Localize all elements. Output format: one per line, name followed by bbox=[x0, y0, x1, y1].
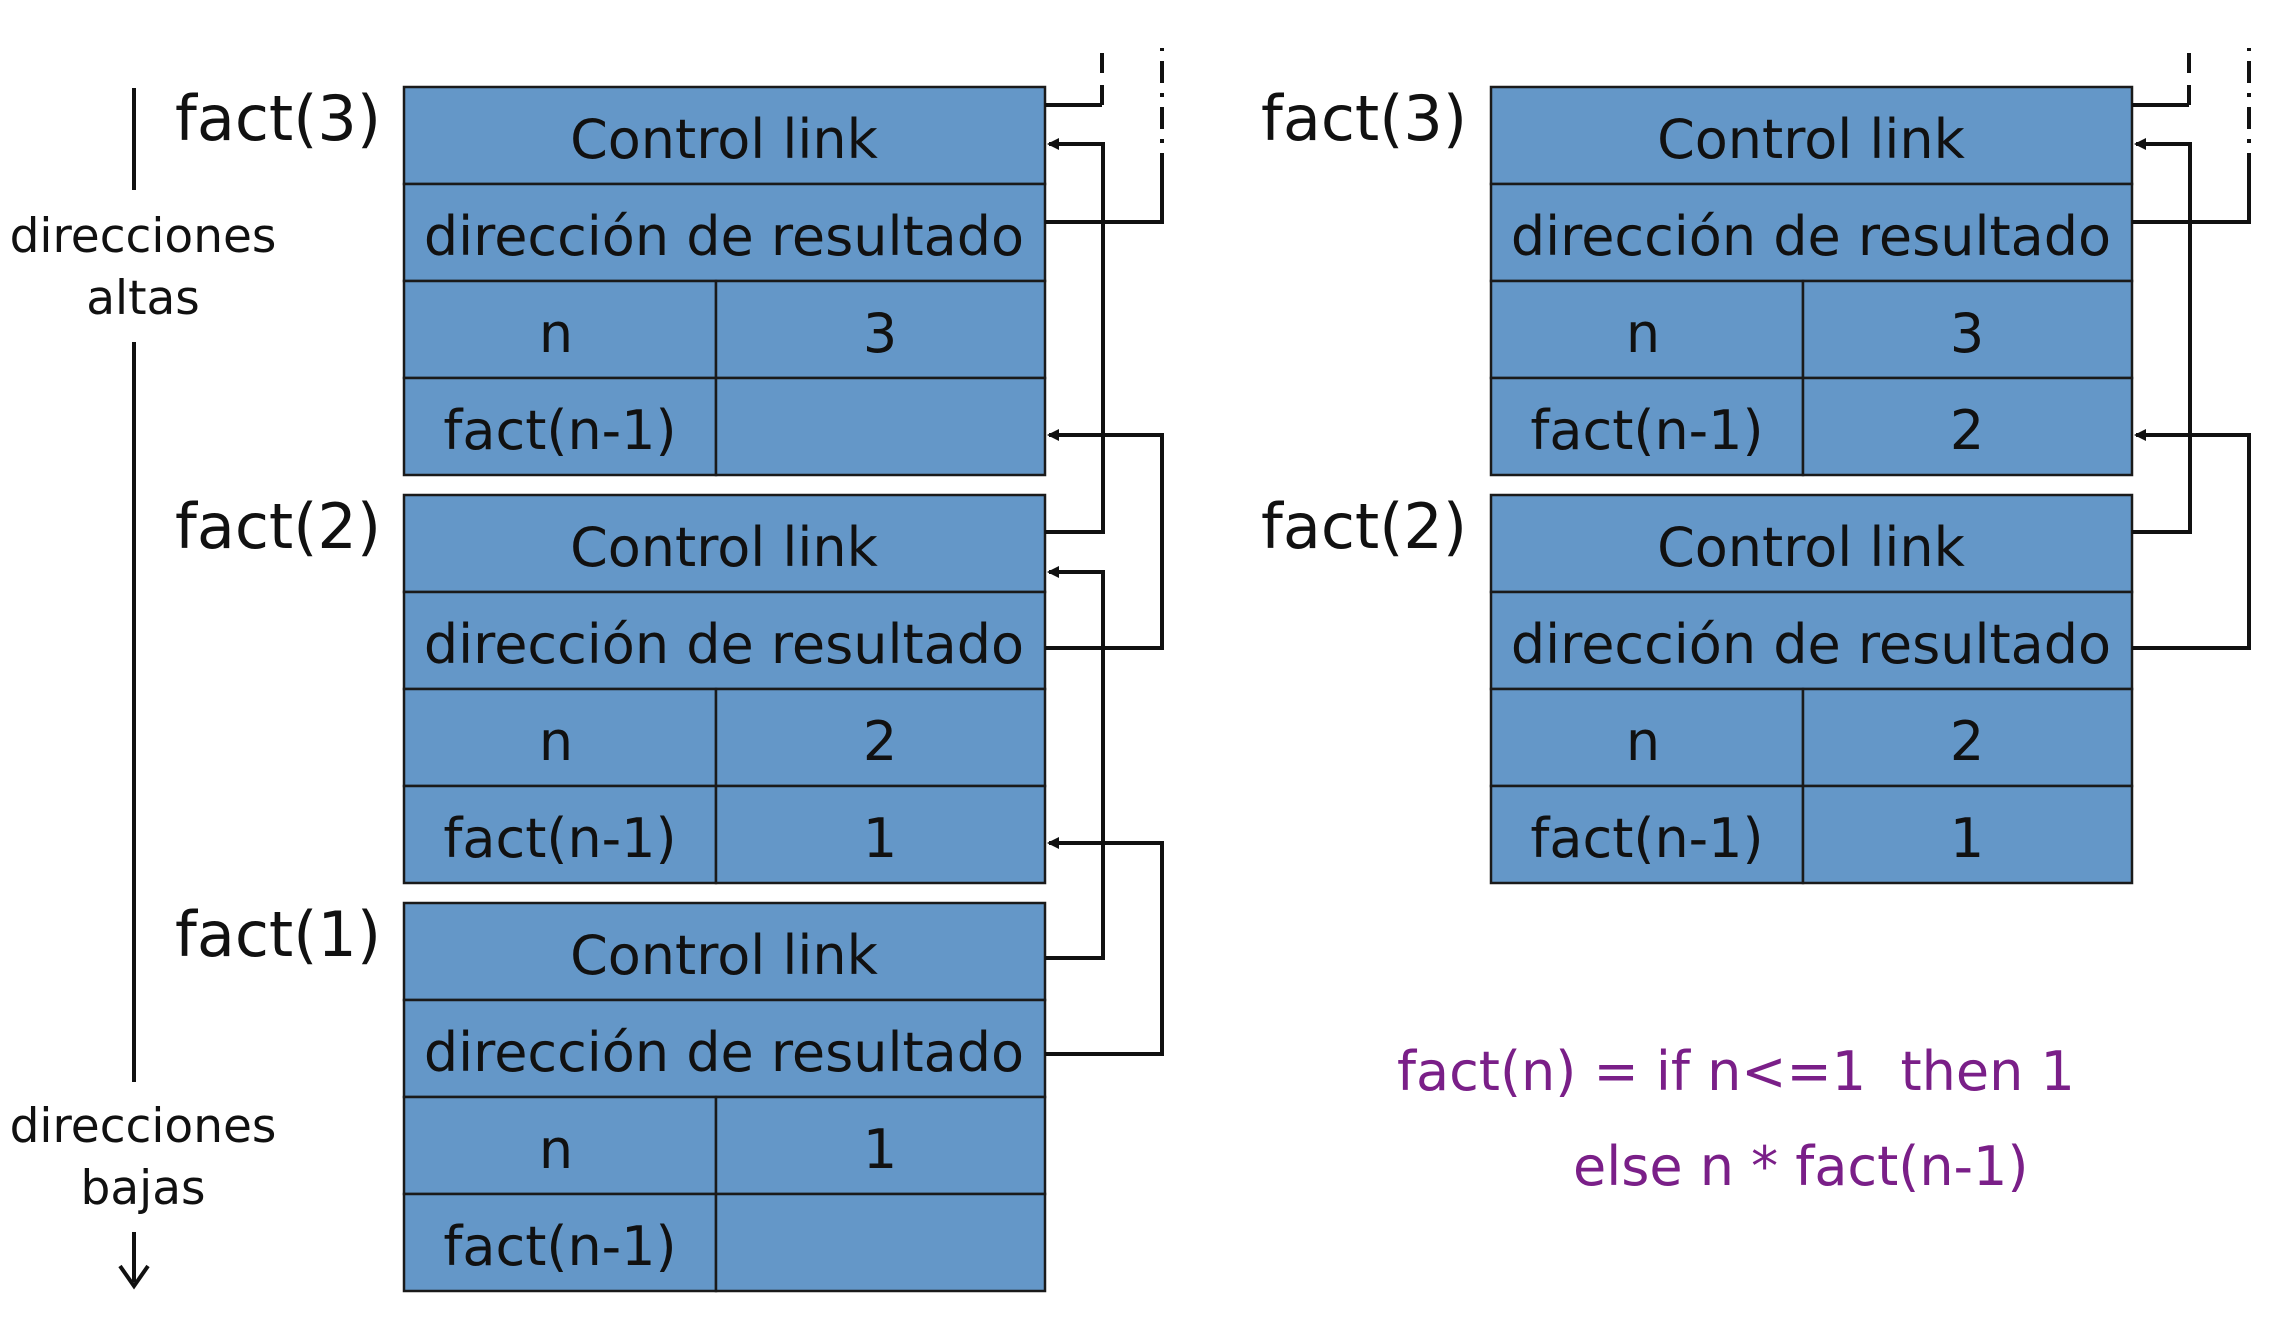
formula-line-1: fact(n) = if n<=1 then 1 bbox=[1397, 1040, 2075, 1103]
control-link-label: Control link bbox=[1657, 108, 1966, 171]
n-value-cell bbox=[714, 687, 1047, 788]
n-label: n bbox=[1626, 302, 1660, 365]
result-link-fact2-to-fact3 bbox=[2132, 429, 2251, 650]
fact-value: 1 bbox=[863, 807, 897, 870]
axis-bottom-label-1: direcciones bbox=[10, 1099, 277, 1154]
fact-value: 2 bbox=[1950, 399, 1984, 462]
n-value: 2 bbox=[863, 710, 897, 773]
fact-label: fact(n-1) bbox=[1530, 399, 1763, 462]
control-link-fact1-to-fact2 bbox=[1045, 566, 1105, 960]
fact-label-cell bbox=[1489, 376, 1805, 477]
frame-title: fact(2) bbox=[1261, 490, 1467, 563]
frame-fact3-left: fact(3) Control link dirección de result… bbox=[175, 82, 1047, 477]
n-label-cell bbox=[402, 1095, 718, 1196]
fact-label: fact(n-1) bbox=[443, 1215, 676, 1278]
n-value: 3 bbox=[863, 302, 897, 365]
formula-line-2: else n * fact(n-1) bbox=[1573, 1135, 2028, 1198]
result-link-fact1-to-fact2 bbox=[1045, 837, 1164, 1056]
n-value-cell bbox=[1801, 279, 2134, 380]
frame-title: fact(2) bbox=[175, 490, 381, 563]
fact-label: fact(n-1) bbox=[443, 399, 676, 462]
frame-title: fact(3) bbox=[1261, 82, 1467, 155]
control-link-label: Control link bbox=[570, 516, 879, 579]
fact-value-cell bbox=[714, 784, 1047, 885]
fact-value-cell bbox=[1801, 784, 2134, 885]
fact-value-cell bbox=[714, 1192, 1047, 1293]
n-value-cell bbox=[1801, 687, 2134, 788]
result-address-label: dirección de resultado bbox=[424, 613, 1024, 676]
control-link-label: Control link bbox=[1657, 516, 1966, 579]
fact-value-cell bbox=[714, 376, 1047, 477]
n-value: 3 bbox=[1950, 302, 1984, 365]
n-label: n bbox=[1626, 710, 1660, 773]
fact-label-cell bbox=[402, 376, 718, 477]
control-link-fact2-to-fact3 bbox=[1045, 138, 1105, 534]
n-label: n bbox=[539, 710, 573, 773]
fact-label: fact(n-1) bbox=[443, 807, 676, 870]
frame-fact2-left: fact(2) Control link dirección de result… bbox=[175, 490, 1047, 885]
n-value: 1 bbox=[863, 1118, 897, 1181]
result-address-label: dirección de resultado bbox=[424, 1021, 1024, 1084]
n-value-cell bbox=[714, 1095, 1047, 1196]
result-address-cell bbox=[1489, 590, 2134, 691]
result-address-label: dirección de resultado bbox=[1511, 205, 2111, 268]
left-stack-links bbox=[1045, 48, 1164, 1056]
result-link-to-caller bbox=[1045, 175, 1164, 224]
frame-fact1-left: fact(1) Control link dirección de result… bbox=[175, 898, 1047, 1293]
control-link-fact2-to-fact3 bbox=[2132, 138, 2192, 534]
control-link-label: Control link bbox=[570, 924, 879, 987]
frame-title: fact(1) bbox=[175, 898, 381, 971]
n-label: n bbox=[539, 1118, 573, 1181]
factorial-definition: fact(n) = if n<=1 then 1 else n * fact(n… bbox=[1397, 1040, 2075, 1198]
n-label-cell bbox=[402, 279, 718, 380]
control-link-cell bbox=[402, 85, 1047, 186]
result-address-cell bbox=[402, 590, 1047, 691]
frame-title: fact(3) bbox=[175, 82, 381, 155]
n-value-cell bbox=[714, 279, 1047, 380]
result-address-label: dirección de resultado bbox=[1511, 613, 2111, 676]
n-value: 2 bbox=[1950, 710, 1984, 773]
n-label: n bbox=[539, 302, 573, 365]
axis-bottom-label-2: bajas bbox=[81, 1161, 206, 1216]
control-link-cell bbox=[1489, 493, 2134, 594]
fact-label-cell bbox=[402, 784, 718, 885]
left-stack: fact(3) Control link dirección de result… bbox=[175, 48, 1164, 1293]
n-label-cell bbox=[1489, 687, 1805, 788]
control-link-cell bbox=[402, 901, 1047, 1002]
fact-value-cell bbox=[1801, 376, 2134, 477]
fact-label: fact(n-1) bbox=[1530, 807, 1763, 870]
axis-top-label-2: altas bbox=[86, 271, 200, 326]
control-link-label: Control link bbox=[570, 108, 879, 171]
control-link-cell bbox=[1489, 85, 2134, 186]
frame-fact2-right: fact(2) Control link dirección de result… bbox=[1261, 490, 2134, 885]
result-address-label: dirección de resultado bbox=[424, 205, 1024, 268]
axis-arrow-down-icon bbox=[118, 1264, 150, 1290]
fact-label-cell bbox=[1489, 784, 1805, 885]
result-link-to-caller bbox=[2132, 175, 2251, 224]
frame-fact3-right: fact(3) Control link dirección de result… bbox=[1261, 82, 2134, 477]
right-stack: fact(3) Control link dirección de result… bbox=[1261, 48, 2251, 885]
right-stack-links bbox=[2132, 48, 2251, 650]
address-axis: direcciones altas direcciones bajas bbox=[10, 88, 277, 1290]
control-link-cell bbox=[402, 493, 1047, 594]
fact-value: 1 bbox=[1950, 807, 1984, 870]
axis-top-label-1: direcciones bbox=[10, 209, 277, 264]
